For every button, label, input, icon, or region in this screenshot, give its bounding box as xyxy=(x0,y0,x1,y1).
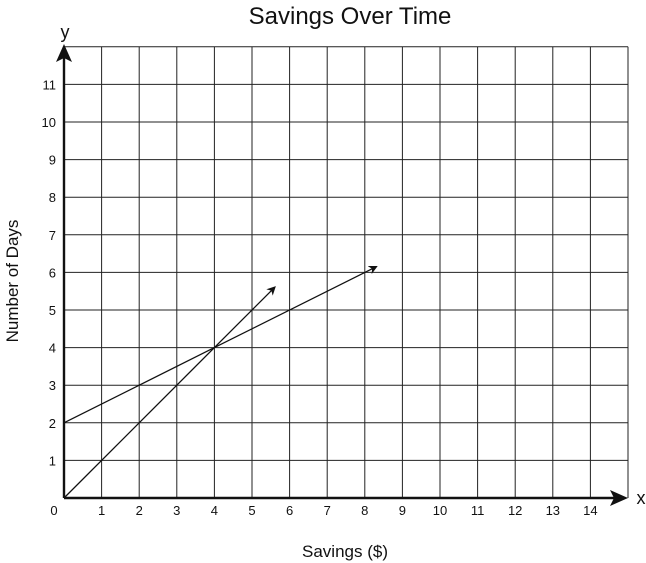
y-tick-label: 7 xyxy=(49,228,56,243)
x-tick-label: 4 xyxy=(211,503,218,518)
y-tick-label: 3 xyxy=(49,378,56,393)
x-tick-label: 5 xyxy=(248,503,255,518)
x-tick-label: 6 xyxy=(286,503,293,518)
y-tick-label: 8 xyxy=(49,190,56,205)
x-tick-label: 10 xyxy=(433,503,447,518)
x-axis-label: Savings ($) xyxy=(302,542,388,561)
x-tick-label: 14 xyxy=(583,503,597,518)
x-tick-label: 11 xyxy=(471,503,485,518)
y-tick-label: 6 xyxy=(49,265,56,280)
axes xyxy=(56,44,628,506)
y-tick-label: 9 xyxy=(49,153,56,168)
x-tick-label: 12 xyxy=(508,503,522,518)
y-axis-label: Number of Days xyxy=(3,220,22,343)
x-tick-label: 2 xyxy=(136,503,143,518)
series-group xyxy=(63,265,378,499)
x-axis-letter: x xyxy=(637,488,646,508)
x-tick-label: 13 xyxy=(546,503,560,518)
grid xyxy=(64,46,629,498)
y-tick-label: 2 xyxy=(49,416,56,431)
y-tick-label: 11 xyxy=(43,77,57,92)
y-axis-arrowhead xyxy=(56,44,72,62)
y-tick-label: 5 xyxy=(49,303,56,318)
y-tick-label: 4 xyxy=(49,341,56,356)
y-tick-label: 1 xyxy=(49,453,56,468)
y-tick-label: 10 xyxy=(42,115,56,130)
x-tick-label: 3 xyxy=(173,503,180,518)
x-tick-label: 8 xyxy=(361,503,368,518)
origin-label: 0 xyxy=(50,503,57,518)
chart-title: Savings Over Time xyxy=(249,3,452,30)
x-tick-label: 1 xyxy=(98,503,105,518)
series-line-2 xyxy=(63,265,378,424)
y-axis-letter: y xyxy=(61,22,70,42)
x-tick-label: 9 xyxy=(399,503,406,518)
x-tick-label: 7 xyxy=(324,503,331,518)
x-axis-arrowhead xyxy=(610,490,628,506)
series-line-1 xyxy=(63,286,276,499)
